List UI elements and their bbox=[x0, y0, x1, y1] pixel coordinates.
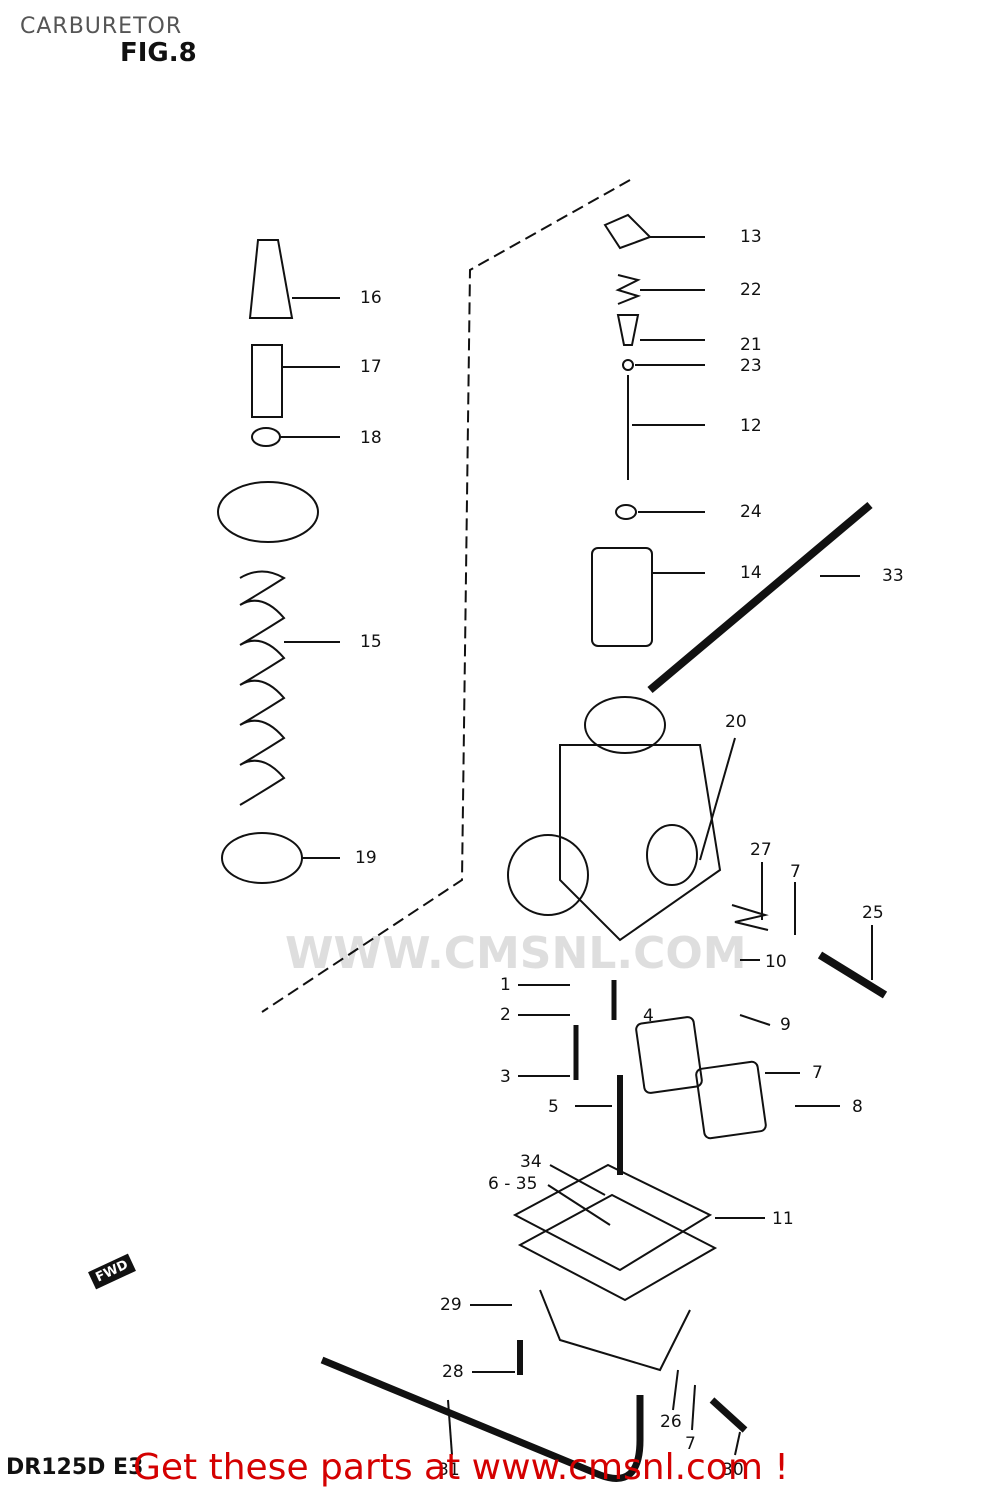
callout-32: 31 bbox=[438, 1460, 460, 1480]
small-spring-part bbox=[615, 274, 642, 305]
callout-22: 21 bbox=[740, 335, 762, 355]
callout-19: 18 bbox=[360, 428, 382, 448]
o-ring-part bbox=[221, 832, 303, 884]
callout-29: 28 bbox=[442, 1362, 464, 1382]
callout-1: 1 bbox=[500, 975, 511, 995]
callout-10: 9 bbox=[780, 1015, 791, 1035]
callout-21: 20 bbox=[725, 712, 747, 732]
callout-11: 10 bbox=[765, 952, 787, 972]
callout-6-35: 6 - 35 bbox=[488, 1174, 537, 1194]
callout-30: 29 bbox=[440, 1295, 462, 1315]
callout-9: 8 bbox=[852, 1097, 863, 1117]
figure-label: FIG.8 bbox=[120, 38, 197, 68]
callout-23: 22 bbox=[740, 280, 762, 300]
page-title: CARBURETOR bbox=[20, 14, 183, 39]
watermark: WWW.CMSNL.COM bbox=[285, 928, 747, 979]
callout-7-upper: 7 bbox=[790, 862, 801, 882]
callout-15: 14 bbox=[740, 563, 762, 583]
clip-part bbox=[603, 213, 652, 250]
boot-part bbox=[248, 239, 294, 319]
callout-8: 7 bbox=[812, 1063, 823, 1083]
callout-13: 12 bbox=[740, 416, 762, 436]
ring-part bbox=[622, 359, 634, 371]
top-cap-part bbox=[217, 481, 319, 543]
callout-7-lower: 7 bbox=[685, 1434, 696, 1454]
callout-31: 30 bbox=[722, 1460, 744, 1480]
callout-14: 13 bbox=[740, 227, 762, 247]
carburetor-body-part bbox=[584, 696, 666, 754]
float-bowl-part bbox=[512, 1163, 713, 1272]
float-part bbox=[635, 1016, 703, 1094]
washer-part bbox=[615, 504, 637, 520]
callout-24: 23 bbox=[740, 356, 762, 376]
callout-17: 16 bbox=[360, 288, 382, 308]
callout-3: 3 bbox=[500, 1067, 511, 1087]
nut-part bbox=[251, 427, 281, 447]
adjuster-part bbox=[251, 344, 283, 418]
callout-33: 33 bbox=[882, 566, 904, 586]
throttle-slide-part bbox=[591, 547, 653, 647]
callout-5: 5 bbox=[548, 1097, 559, 1117]
callout-28: 27 bbox=[750, 840, 772, 860]
callout-25: 24 bbox=[740, 502, 762, 522]
spring-part bbox=[239, 570, 286, 806]
hose-part bbox=[647, 501, 873, 694]
seat-part bbox=[616, 314, 640, 346]
screw-part bbox=[817, 951, 888, 999]
callout-16: 15 bbox=[360, 632, 382, 652]
callout-18: 17 bbox=[360, 357, 382, 377]
callout-2: 2 bbox=[500, 1005, 511, 1025]
promo-link[interactable]: Get these parts at www.cmsnl.com ! bbox=[133, 1447, 789, 1488]
model-code: DR125D E3 bbox=[6, 1455, 144, 1480]
callout-4: 4 bbox=[643, 1006, 654, 1026]
callout-27: 26 bbox=[660, 1412, 682, 1432]
callout-26: 25 bbox=[862, 903, 884, 923]
callout-20: 19 bbox=[355, 848, 377, 868]
drain-hose-part bbox=[320, 1356, 644, 1482]
callout-12: 11 bbox=[772, 1209, 794, 1229]
callout-34: 34 bbox=[520, 1152, 542, 1172]
